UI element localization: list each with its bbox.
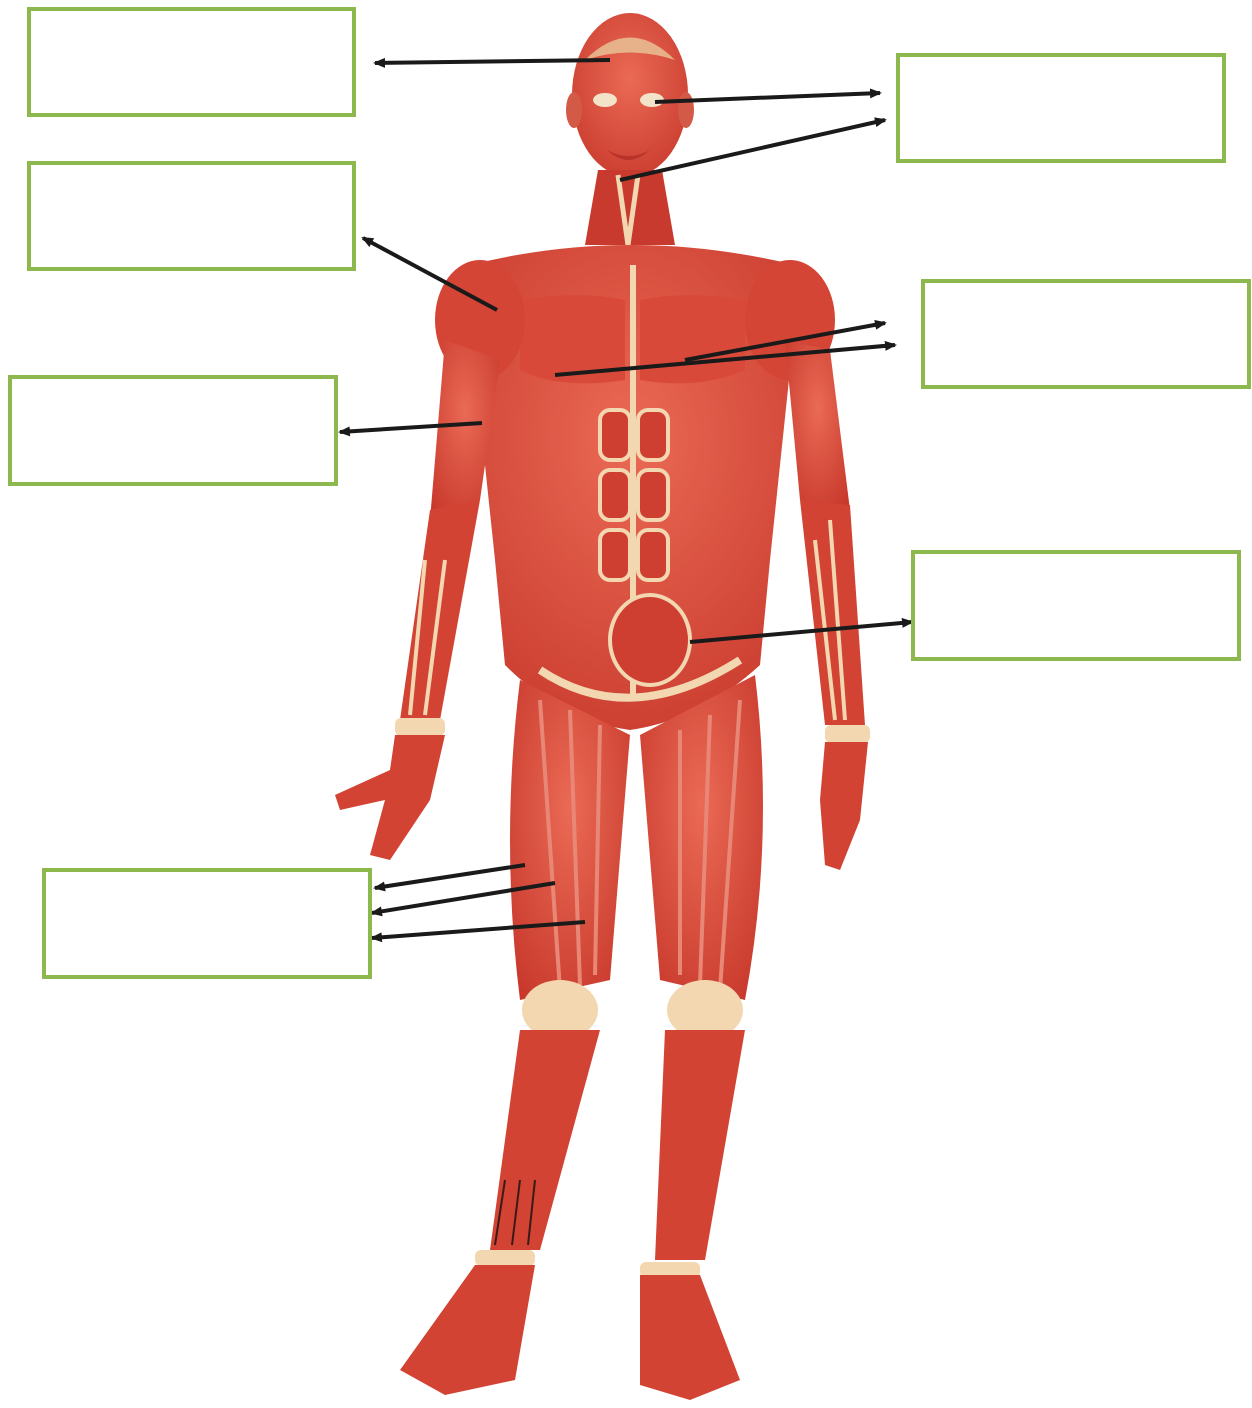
arrow-head-left <box>375 60 610 63</box>
label-box-shoulder[interactable] <box>27 161 356 271</box>
foot-left <box>400 1265 535 1395</box>
arrow-thigh-left-1 <box>375 865 525 888</box>
label-box-arm[interactable] <box>8 375 338 486</box>
wrist-right <box>825 725 870 743</box>
ear-right <box>678 92 694 128</box>
label-box-face[interactable] <box>896 53 1226 163</box>
wrist-left <box>395 718 445 736</box>
label-box-head[interactable] <box>27 7 356 117</box>
human-figure <box>335 13 870 1400</box>
label-box-thigh[interactable] <box>42 868 372 979</box>
pectoral-right <box>640 295 745 383</box>
hand-left <box>335 735 445 860</box>
ankle-left <box>475 1250 535 1266</box>
eye-left <box>593 93 617 107</box>
shin-right <box>655 1030 745 1260</box>
label-box-abdomen[interactable] <box>911 550 1241 661</box>
ear-left <box>566 92 582 128</box>
label-box-chest[interactable] <box>921 279 1251 389</box>
hand-right <box>820 742 868 870</box>
shin-left <box>490 1030 600 1250</box>
upper-arm-right <box>785 340 850 510</box>
foot-right <box>640 1275 740 1400</box>
